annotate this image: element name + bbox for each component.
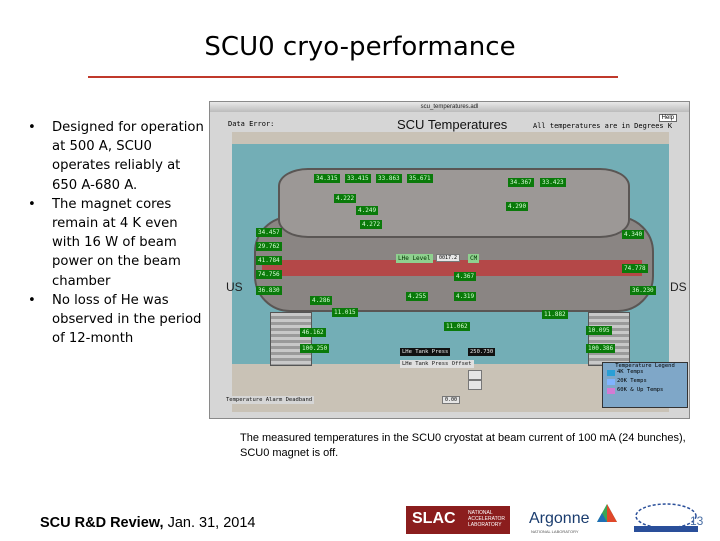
temperature-alarm-value[interactable]: 0.00 bbox=[442, 396, 461, 404]
bullet-list: • Designed for operation at 500 A, SCU0 o… bbox=[24, 118, 209, 348]
cryostat-temperature-screenshot: scu_temperatures.adl Data Error: SCU Tem… bbox=[209, 101, 690, 419]
legend-label: 60K & Up Temps bbox=[617, 387, 664, 393]
legend-title: Temperature Legend bbox=[615, 363, 675, 369]
bullet-dot-icon: • bbox=[28, 292, 36, 308]
lhe-level-unit: CM bbox=[468, 254, 480, 263]
temp-readout: 4.319 bbox=[454, 292, 477, 301]
press-setpoint-field[interactable] bbox=[468, 380, 482, 390]
bullet-dot-icon: • bbox=[28, 120, 36, 135]
units-note: All temperatures are in Degrees K bbox=[533, 122, 673, 130]
temperature-alarm-label: Temperature Alarm Deadband bbox=[224, 396, 315, 404]
slac-logo: SLAC NATIONAL ACCELERATOR LABORATORY bbox=[406, 506, 510, 534]
argonne-logo-word: Argonne bbox=[529, 510, 590, 527]
temp-readout: 4.367 bbox=[454, 272, 477, 281]
temp-readout: 4.249 bbox=[356, 206, 379, 215]
temp-readout: 11.882 bbox=[542, 310, 568, 319]
window-titlebar: scu_temperatures.adl bbox=[210, 102, 689, 112]
help-button[interactable]: Help bbox=[658, 114, 677, 122]
bullet-item: • No loss of He was observed in the perio… bbox=[24, 291, 209, 349]
slide-title: SCU0 cryo-performance bbox=[204, 32, 516, 62]
beam-chamber bbox=[262, 260, 642, 276]
aps-ring-icon bbox=[634, 503, 698, 532]
legend-swatch bbox=[607, 370, 615, 376]
temp-readout: 33.423 bbox=[540, 178, 566, 187]
bullet-item: • The magnet cores remain at 4 K even wit… bbox=[24, 195, 209, 291]
slac-logo-word: SLAC bbox=[412, 510, 456, 527]
footer-event: SCU R&D Review, bbox=[40, 515, 164, 531]
temp-readout: 4.255 bbox=[406, 292, 429, 301]
temp-readout: 11.062 bbox=[444, 322, 470, 331]
footer: SCU R&D Review, Jan. 31, 2014 bbox=[40, 515, 255, 531]
bullet-text: No loss of He was observed in the period… bbox=[52, 292, 202, 347]
footer-date: Jan. 31, 2014 bbox=[163, 515, 256, 531]
temp-readout: 11.015 bbox=[332, 308, 358, 317]
legend-label: 4K Temps bbox=[617, 369, 644, 375]
temp-readout: 36.230 bbox=[630, 286, 656, 295]
bullet-text: Designed for operation at 500 A, SCU0 op… bbox=[52, 120, 204, 193]
temp-readout: 100.250 bbox=[300, 344, 330, 353]
legend-item: 4K Temps bbox=[603, 369, 687, 378]
temp-readout: 4.286 bbox=[310, 296, 333, 305]
legend-item: 60K & Up Temps bbox=[603, 387, 687, 396]
support-leg bbox=[588, 312, 630, 366]
bullet-dot-icon: • bbox=[28, 196, 36, 212]
temp-readout: 29.762 bbox=[256, 242, 282, 251]
temp-readout: 34.315 bbox=[314, 174, 340, 183]
downstream-label: DS bbox=[670, 280, 687, 294]
upstream-label: US bbox=[226, 280, 243, 294]
lhe-tank-press-label: LHe Tank Press bbox=[400, 348, 451, 356]
aps-logo bbox=[626, 498, 710, 536]
lhe-level-value: 0017.2 bbox=[436, 254, 461, 262]
temp-readout: 100.386 bbox=[586, 344, 616, 353]
temperature-legend: Temperature Legend 4K Temps 20K Temps 60… bbox=[602, 362, 688, 408]
figure-caption: The measured temperatures in the SCU0 cr… bbox=[240, 432, 686, 459]
temp-readout: 4.340 bbox=[622, 230, 645, 239]
screen-title: SCU Temperatures bbox=[397, 117, 508, 132]
temp-readout: 34.367 bbox=[508, 178, 534, 187]
legend-item: 20K Temps bbox=[603, 378, 687, 387]
lhe-level-label: LHe Level bbox=[396, 254, 433, 263]
temp-readout: 10.095 bbox=[586, 326, 612, 335]
lhe-tank-press-value: 250.730 bbox=[468, 348, 496, 356]
temp-readout: 4.272 bbox=[360, 220, 383, 229]
support-leg bbox=[270, 312, 312, 366]
temp-readout: 41.784 bbox=[256, 256, 282, 265]
title-underline bbox=[88, 76, 618, 78]
temp-readout: 36.830 bbox=[256, 286, 282, 295]
legend-label: 20K Temps bbox=[617, 378, 647, 384]
temp-readout: 33.415 bbox=[345, 174, 371, 183]
temp-readout: 46.162 bbox=[300, 328, 326, 337]
legend-swatch bbox=[607, 379, 615, 385]
bullet-item: • Designed for operation at 500 A, SCU0 o… bbox=[24, 118, 209, 195]
legend-swatch bbox=[607, 388, 615, 394]
temp-readout: 74.756 bbox=[256, 270, 282, 279]
temp-readout: 34.457 bbox=[256, 228, 282, 237]
temp-readout: 35.671 bbox=[407, 174, 433, 183]
page-number: 13 bbox=[690, 514, 704, 528]
argonne-triangle-icon bbox=[597, 504, 617, 522]
argonne-logo: Argonne NATIONAL LABORATORY bbox=[527, 498, 617, 536]
temp-readout: 4.222 bbox=[334, 194, 357, 203]
argonne-logo-sub: NATIONAL LABORATORY bbox=[531, 529, 579, 534]
temp-readout: 74.778 bbox=[622, 264, 648, 273]
temp-readout: 4.290 bbox=[506, 202, 529, 211]
slac-logo-sub: NATIONAL ACCELERATOR LABORATORY bbox=[468, 510, 506, 528]
data-error-label: Data Error: bbox=[228, 120, 275, 128]
tank-press-offset-label: LHe Tank Press Offset bbox=[400, 360, 474, 368]
temp-readout: 33.863 bbox=[376, 174, 402, 183]
helium-tank bbox=[278, 168, 630, 238]
press-setpoint-field[interactable] bbox=[468, 370, 482, 380]
bullet-text: The magnet cores remain at 4 K even with… bbox=[52, 196, 181, 289]
